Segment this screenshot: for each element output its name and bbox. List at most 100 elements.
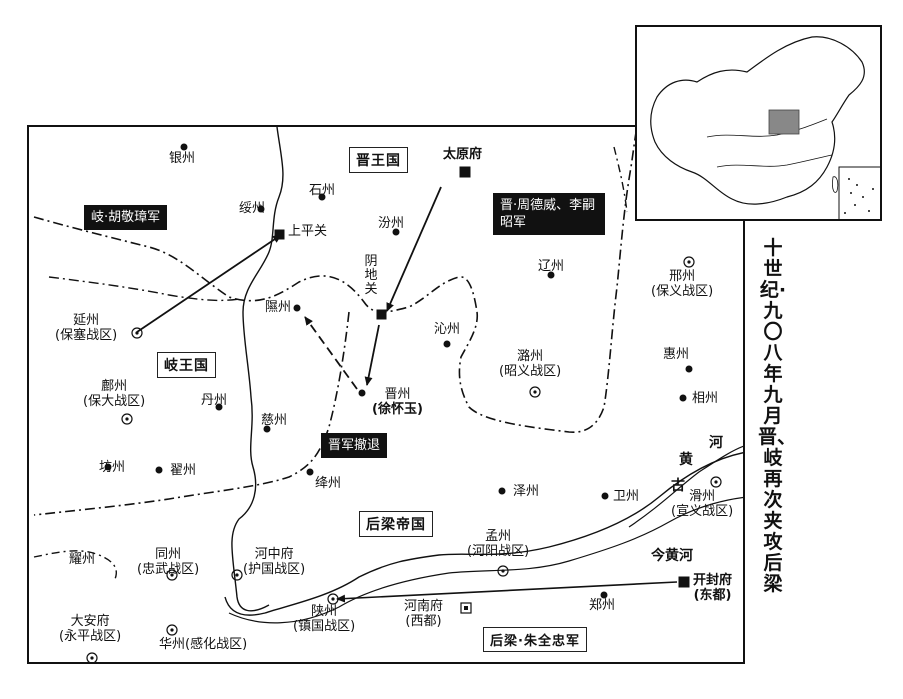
callout-jin-army-text: 晋·周德威、李嗣昭军 bbox=[500, 198, 596, 230]
city-dot bbox=[318, 193, 326, 201]
place-huazhou-h-sub: (宣义战区) bbox=[671, 504, 734, 519]
prefecture-marker bbox=[497, 565, 509, 577]
place-fuzhou: 鄜州 (保大战区) bbox=[83, 379, 145, 409]
city-dot bbox=[306, 468, 314, 476]
place-qinzhou: 沁州 bbox=[434, 322, 461, 337]
city-dot bbox=[685, 365, 693, 373]
pass-marker bbox=[376, 309, 387, 320]
state-label-qi: 岐王国 bbox=[157, 352, 216, 378]
place-tongzhou: 同州 (忠武战区) bbox=[137, 547, 199, 577]
place-xingzhou: 邢州 (保义战区) bbox=[651, 269, 713, 299]
state-label-jin: 晋王国 bbox=[349, 147, 408, 173]
qi-army-arrow bbox=[136, 234, 282, 333]
place-yanzhou-name: 延州 bbox=[73, 313, 100, 328]
place-yindiguan: 阴地关 bbox=[364, 254, 378, 297]
city-dot bbox=[257, 205, 265, 213]
ancient-yellow-river-line bbox=[628, 445, 743, 528]
place-shanzhou-sub: (镇国战区) bbox=[293, 619, 356, 634]
place-hezhongfu-name: 河中府 bbox=[254, 547, 294, 562]
place-jiangzhou: 绛州 bbox=[315, 476, 342, 491]
jin-border bbox=[33, 216, 478, 313]
yellow-river-main-line bbox=[224, 452, 743, 616]
place-yaozhou-2: 耀州 bbox=[69, 552, 96, 567]
river-label-huang: 黄 bbox=[679, 452, 693, 468]
place-luzhou-name: 潞州 bbox=[517, 349, 544, 364]
place-shizhou: 石州 bbox=[309, 183, 336, 198]
place-shangpingguan: 上平关 bbox=[288, 224, 328, 239]
city-dot bbox=[600, 591, 608, 599]
city-dot bbox=[547, 271, 555, 279]
inset-river-1 bbox=[706, 118, 828, 138]
prefecture-marker bbox=[710, 476, 722, 488]
place-huazhou-h-name: 滑州 bbox=[689, 489, 716, 504]
place-fangzhou: 坊州 bbox=[99, 460, 126, 475]
prefecture-marker bbox=[166, 569, 178, 581]
place-yanzhou-sub: (保塞战区) bbox=[55, 328, 118, 343]
place-jinzhou: 晋州 (徐怀玉) bbox=[372, 387, 423, 417]
prefecture-marker bbox=[683, 256, 695, 268]
river-label-he: 河 bbox=[709, 435, 723, 451]
city-dot bbox=[215, 403, 223, 411]
henanfu-marker bbox=[460, 602, 472, 614]
place-hezhongfu-sub: (护国战区) bbox=[243, 562, 306, 577]
callout-liang-army: 后梁·朱全忠军 bbox=[483, 627, 587, 652]
place-daanfu-sub: (永平战区) bbox=[59, 629, 122, 644]
pass-marker bbox=[274, 229, 285, 240]
place-suizhou: 绥州 bbox=[239, 201, 266, 216]
qi-border bbox=[48, 276, 240, 302]
city-dot bbox=[358, 389, 366, 397]
place-zezhou: 泽州 bbox=[513, 484, 540, 499]
prefecture-marker bbox=[231, 569, 243, 581]
city-dot bbox=[263, 425, 271, 433]
jin-retreat-arrow bbox=[304, 316, 358, 390]
prefecture-marker bbox=[86, 652, 98, 662]
callout-qi-army: 岐·胡敬璋军 bbox=[84, 205, 168, 230]
place-fuzhou-name: 鄜州 bbox=[101, 379, 128, 394]
callout-jin-army: 晋·周德威、李嗣昭军 bbox=[493, 193, 605, 235]
place-xingzhou-sub: (保义战区) bbox=[651, 284, 714, 299]
liang-army-arrow bbox=[336, 581, 678, 603]
place-cizhou: 慈州 bbox=[261, 413, 288, 428]
city-dot bbox=[392, 228, 400, 236]
city-dot bbox=[293, 304, 301, 312]
inset-highlight bbox=[768, 109, 800, 135]
city-dot bbox=[679, 394, 687, 402]
callout-jin-retreat: 晋军撤退 bbox=[321, 433, 388, 458]
place-mengzhou: 孟州 (河阳战区) bbox=[467, 529, 529, 559]
jin-inner-border bbox=[613, 146, 628, 213]
place-tongzhou-sub: (忠武战区) bbox=[137, 562, 200, 577]
place-daanfu: 大安府 (永平战区) bbox=[59, 614, 121, 644]
place-daanfu-name: 大安府 bbox=[70, 614, 110, 629]
jin-east-border bbox=[458, 127, 638, 433]
place-mengzhou-sub: (河阳战区) bbox=[467, 544, 530, 559]
locator-map bbox=[635, 25, 882, 221]
place-yanzhou: 延州 (保塞战区) bbox=[55, 313, 117, 343]
jin-army-arrow bbox=[386, 186, 442, 312]
place-kaifengfu-sub: (东都) bbox=[693, 588, 732, 603]
place-henanfu-sub: (西都) bbox=[405, 614, 442, 629]
place-shanzhou-name: 陕州 bbox=[311, 604, 338, 619]
locator-map-svg bbox=[650, 36, 880, 219]
yaozhou-border bbox=[33, 550, 117, 580]
place-shanzhou: 陕州 (镇国战区) bbox=[293, 604, 355, 634]
inset-river-2 bbox=[716, 154, 833, 168]
place-tongzhou-name: 同州 bbox=[155, 547, 182, 562]
river-label-gu: 古 bbox=[671, 478, 685, 494]
place-xingzhou-name: 邢州 bbox=[669, 269, 696, 284]
capital-marker bbox=[459, 166, 471, 178]
map-linework bbox=[33, 127, 743, 662]
place-huazhou: 华州(感化战区) bbox=[159, 637, 248, 652]
place-huizhou: 惠州 bbox=[663, 347, 690, 362]
place-luzhou-sub: (昭义战区) bbox=[499, 364, 562, 379]
map-title: 十世纪·九〇八年九月 晋、岐再次夹攻后梁 bbox=[758, 237, 797, 595]
city-dot bbox=[498, 487, 506, 495]
place-jinzhou-name: 晋州 bbox=[384, 387, 411, 402]
prefecture-marker bbox=[529, 386, 541, 398]
prefecture-marker bbox=[166, 624, 178, 636]
jin-south-border bbox=[33, 311, 350, 516]
place-jinzhou-sub: (徐怀玉) bbox=[372, 402, 423, 417]
place-xiangzhou: 相州 bbox=[692, 391, 719, 406]
place-yinzhou: 银州 bbox=[169, 151, 196, 166]
city-dot bbox=[601, 492, 609, 500]
jin-advance-arrow bbox=[364, 324, 380, 386]
